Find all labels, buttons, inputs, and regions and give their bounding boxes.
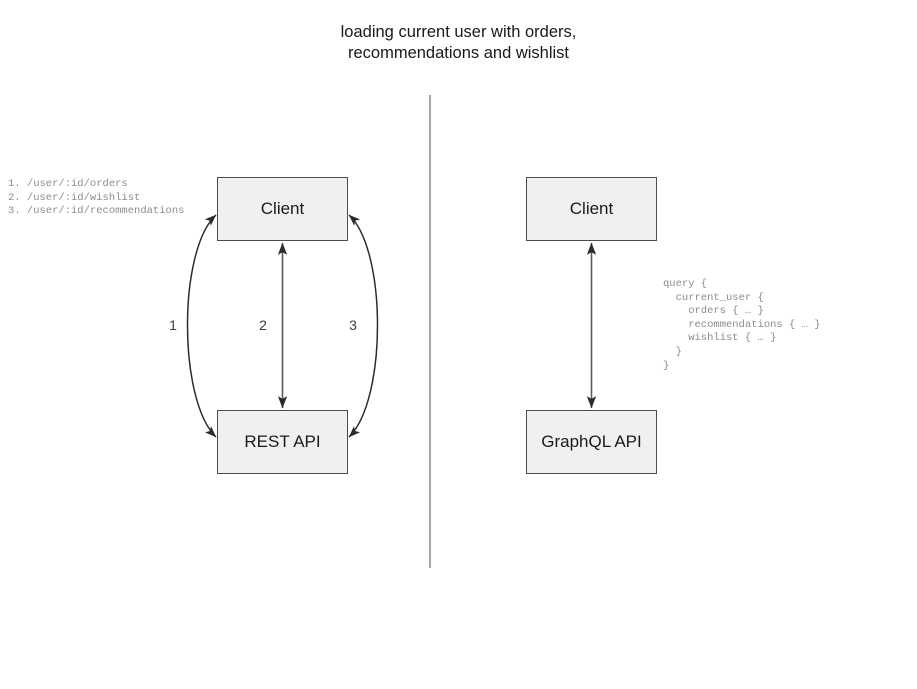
node-client-graphql[interactable]: Client [526,177,657,241]
node-graphql-api[interactable]: GraphQL API [526,410,657,474]
rest-endpoint-list: 1. /user/:id/orders 2. /user/:id/wishlis… [8,178,185,218]
edge-1-path [186,214,217,438]
node-rest-api[interactable]: REST API [217,410,348,474]
edge-label-3: 3 [349,317,357,333]
node-graphql-api-label: GraphQL API [541,432,642,451]
graphql-query-block: query { current_user { orders { … } reco… [663,278,821,372]
edge-label-1: 1 [169,317,177,333]
page-title: loading current user with orders, recomm… [340,23,577,62]
edge-label-2: 2 [259,317,267,333]
node-rest-api-label: REST API [244,432,321,451]
node-client-rest-label: Client [260,199,305,218]
node-client-rest[interactable]: Client [217,177,348,241]
node-client-graphql-label: Client [569,199,614,218]
edge-3-path [348,214,379,438]
